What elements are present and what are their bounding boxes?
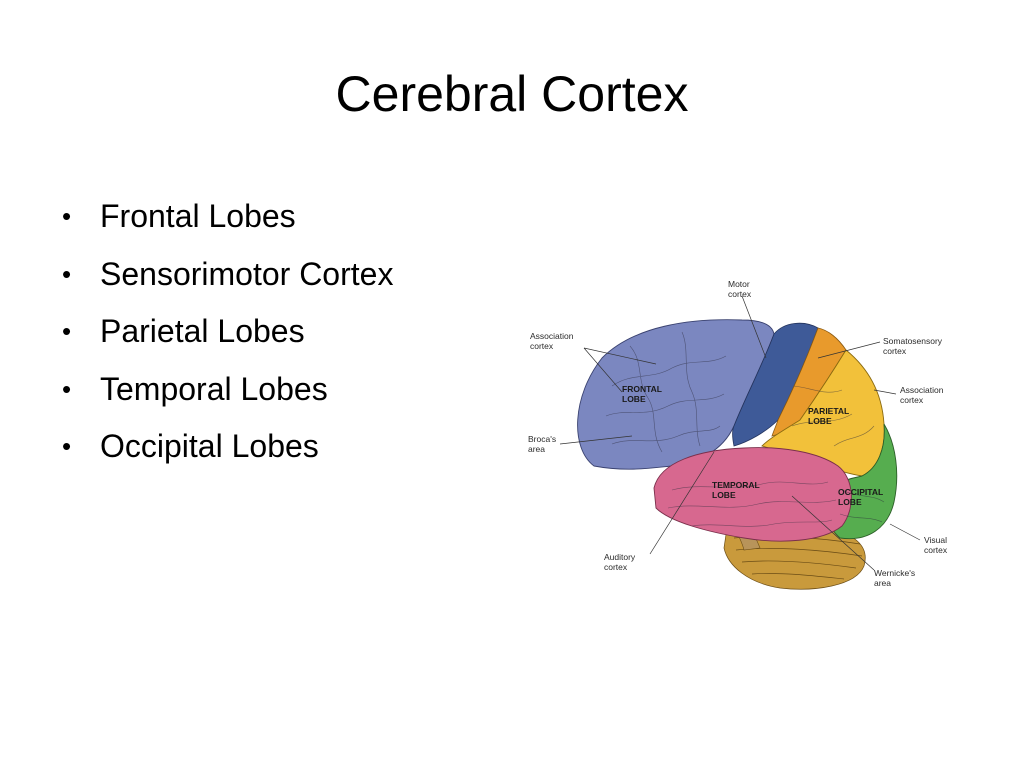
- bullet-text: Parietal Lobes: [100, 313, 305, 349]
- bullet-list: • Frontal Lobes • Sensorimotor Cortex • Par…: [62, 188, 393, 476]
- gyri-lines: [605, 331, 885, 527]
- bullet-text: Occipital Lobes: [100, 428, 319, 464]
- frontal-lobe-region: [577, 319, 775, 470]
- bullet-item: • Sensorimotor Cortex: [62, 246, 393, 304]
- bullet-item: • Parietal Lobes: [62, 303, 393, 361]
- callout-lines: [559, 295, 921, 571]
- slide-title: Cerebral Cortex: [335, 66, 689, 122]
- bullet-dot: •: [62, 373, 72, 404]
- bullet-item: • Frontal Lobes: [62, 188, 393, 246]
- temporal-lobe-region: [653, 447, 852, 542]
- bullet-item: • Temporal Lobes: [62, 361, 393, 419]
- bullet-dot: •: [62, 316, 72, 346]
- bullet-text: Sensorimotor Cortex: [100, 255, 394, 292]
- bullet-dot: •: [62, 201, 72, 231]
- bullet-dot: •: [62, 431, 72, 461]
- bullet-text: Temporal Lobes: [100, 370, 328, 407]
- bullet-dot: •: [62, 258, 72, 289]
- bullet-text: Frontal Lobes: [100, 198, 296, 234]
- bullet-item: • Occipital Lobes: [62, 418, 393, 476]
